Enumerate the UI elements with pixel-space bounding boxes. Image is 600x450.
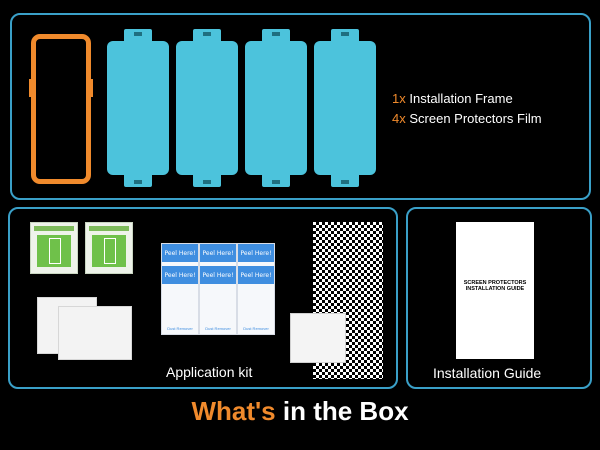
frame-label: Installation Frame — [409, 91, 513, 106]
film-quantity: 4x — [392, 111, 406, 126]
cleaning-cloth-image — [58, 306, 132, 360]
sticker-peel-label: Peel Here! — [162, 266, 198, 284]
alcohol-wipe-image — [30, 222, 78, 274]
installation-guide-image: SCREEN PROTECTORS INSTALLATION GUIDE — [456, 222, 534, 359]
title-accent: What's — [191, 396, 276, 426]
application-kit-panel — [8, 207, 398, 389]
guide-line-2: INSTALLATION GUIDE — [465, 286, 525, 292]
screen-protector-film-image — [176, 29, 238, 187]
dust-remover-sticker-image: Peel Here! Peel Here! Dust Remover — [237, 243, 275, 335]
sticker-peel-label: Peel Here! — [200, 266, 236, 284]
title-rest: in the Box — [275, 396, 409, 426]
frame-quantity: 1x — [392, 91, 406, 106]
screen-protector-film-image — [314, 29, 376, 187]
sticker-peel-label: Peel Here! — [200, 244, 236, 262]
frame-count-line: 1x Installation Frame — [392, 91, 513, 106]
film-count-line: 4x Screen Protectors Film — [392, 111, 542, 126]
sticker-peel-label: Peel Here! — [162, 244, 198, 262]
contents-panel: 1x Installation Frame 4x Screen Protecto… — [10, 13, 591, 200]
sticker-dust-label: Dust Remover — [167, 326, 193, 331]
sticker-dust-label: Dust Remover — [243, 326, 269, 331]
screen-protector-film-image — [245, 29, 307, 187]
application-kit-caption: Application kit — [166, 364, 253, 380]
microfiber-pad-image — [290, 313, 346, 363]
dust-remover-sticker-image: Peel Here! Peel Here! Dust Remover — [161, 243, 199, 335]
dust-remover-sticker-image: Peel Here! Peel Here! Dust Remover — [199, 243, 237, 335]
page-title: What's in the Box — [0, 396, 600, 427]
film-label: Screen Protectors Film — [409, 111, 542, 126]
alcohol-wipe-image — [85, 222, 133, 274]
guide-line-1: SCREEN PROTECTORS — [463, 280, 527, 286]
installation-frame-image — [29, 34, 93, 184]
screen-protector-film-image — [107, 29, 169, 187]
installation-guide-panel — [406, 207, 592, 389]
installation-guide-caption: Installation Guide — [433, 365, 542, 381]
sticker-dust-label: Dust Remover — [205, 326, 231, 331]
sticker-peel-label: Peel Here! — [238, 266, 274, 284]
sticker-peel-label: Peel Here! — [238, 244, 274, 262]
